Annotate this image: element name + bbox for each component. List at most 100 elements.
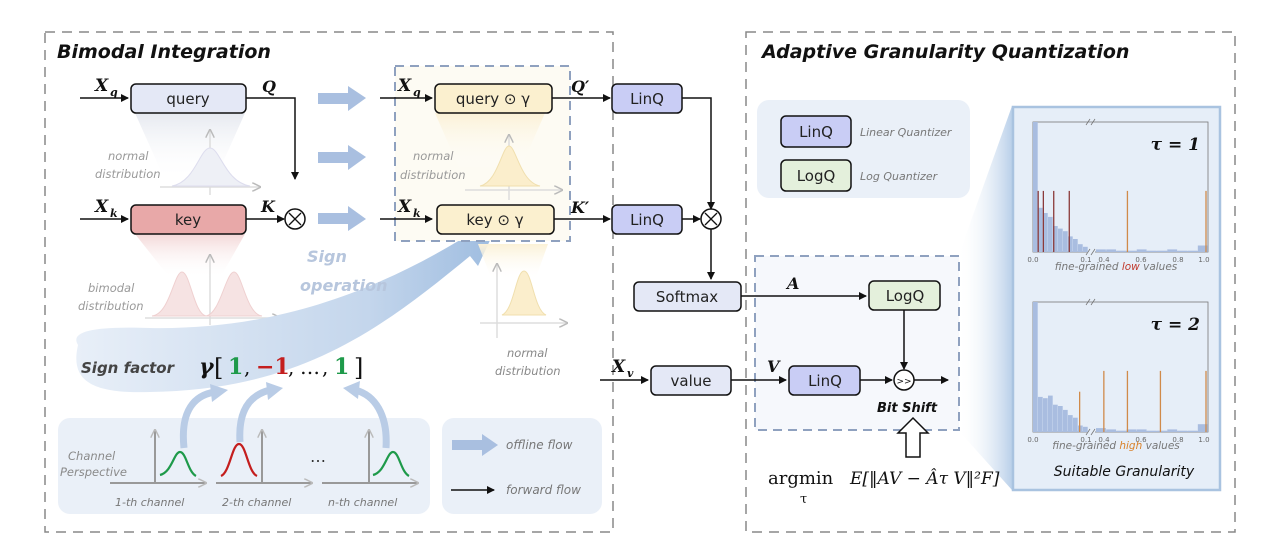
channel-ellipsis: … bbox=[310, 447, 326, 466]
hist-bar-left bbox=[1073, 239, 1078, 252]
gamma-value-n: 1 bbox=[334, 354, 349, 380]
channel-n-to-gamma-arrow bbox=[353, 386, 390, 449]
gamma-value-1: 1 bbox=[228, 354, 243, 380]
hist-bar-right bbox=[1146, 250, 1157, 252]
bimodal-section-frame bbox=[44, 31, 614, 533]
legend-logq-label: LogQ bbox=[797, 167, 836, 185]
hist-bar-right bbox=[1116, 250, 1127, 252]
hist-bar-right bbox=[1126, 250, 1137, 252]
hist-bar-right bbox=[1157, 250, 1167, 252]
x-tick-label: 0.0 bbox=[1027, 256, 1038, 264]
channel-2-to-gamma-arrow bbox=[236, 386, 272, 443]
k-prime-label: K′ bbox=[570, 198, 590, 217]
middle-normal-label-2: distribution bbox=[400, 168, 466, 182]
hist-bar-left bbox=[1033, 122, 1038, 252]
legend-linq-box bbox=[780, 115, 852, 148]
legend-logq-box bbox=[780, 159, 852, 192]
legend-logq-desc: Log Quantizer bbox=[860, 170, 939, 183]
axis-break-gap bbox=[1087, 249, 1095, 255]
hist-bar-left bbox=[1068, 415, 1073, 432]
bimodal-label-1: bimodal bbox=[88, 281, 135, 295]
hist-bar-right bbox=[1167, 429, 1178, 432]
sign-factor-label: Sign factor bbox=[81, 359, 176, 377]
offline-arrow-icon bbox=[482, 434, 498, 456]
hist-bar-left bbox=[1083, 426, 1088, 432]
hist-bar-right bbox=[1167, 249, 1178, 252]
x-tick-label: 1.0 bbox=[1198, 256, 1209, 264]
hist-bar-right bbox=[1157, 430, 1167, 432]
value-box-label: value bbox=[671, 372, 712, 390]
channel-n-plot: n-th channel bbox=[322, 430, 418, 509]
x-tick-label: 1.0 bbox=[1198, 436, 1209, 444]
channel-2-plot: 2-th channel bbox=[216, 430, 312, 509]
logq-box-label: LogQ bbox=[886, 287, 925, 305]
q-prime-label: Q′ bbox=[571, 77, 590, 96]
x-tick-label: 0.1 bbox=[1080, 436, 1091, 444]
x-tick-label: 0.6 bbox=[1135, 256, 1147, 264]
offline-flow-label: offline flow bbox=[506, 438, 573, 452]
softmax-box-label: Softmax bbox=[656, 288, 718, 306]
argmin-text: argmin bbox=[768, 468, 834, 489]
bracket-open: [ bbox=[214, 354, 223, 382]
hist-bar-left bbox=[1053, 404, 1058, 432]
channel-1-to-gamma-arrow bbox=[179, 388, 216, 449]
suitable-granularity-label: Suitable Granularity bbox=[1054, 464, 1195, 480]
hist-bar-left bbox=[1043, 398, 1048, 432]
hist-bar-left bbox=[1033, 302, 1038, 432]
hist-bar-right bbox=[1136, 429, 1147, 432]
sign-op-label-1: Sign bbox=[307, 247, 347, 266]
x-tick-label: 0.8 bbox=[1172, 256, 1183, 264]
channel-1-plot: 1-th channel bbox=[110, 430, 206, 509]
middle-normal-label-1: normal bbox=[413, 149, 454, 163]
chart-title: τ = 1 bbox=[1151, 135, 1200, 155]
gamma-symbol: γ bbox=[199, 354, 215, 380]
axis-break-bottom bbox=[1085, 428, 1096, 436]
x-tick-label: 0.6 bbox=[1135, 436, 1147, 444]
gamma-value-2: −1 bbox=[256, 354, 290, 380]
hist-bar-left bbox=[1048, 216, 1053, 252]
hist-bar-left bbox=[1073, 417, 1078, 432]
key-box-label: key bbox=[175, 211, 201, 229]
query-box-label: query bbox=[166, 90, 209, 108]
multiply-icon-2 bbox=[700, 208, 722, 230]
offline-arrow-1 bbox=[318, 93, 348, 104]
zoom-trapezoid bbox=[958, 106, 1012, 490]
hist-bar-right bbox=[1197, 245, 1208, 252]
xq-label: X bbox=[94, 76, 109, 96]
hist-bar-right bbox=[1177, 250, 1188, 252]
axis-break-gap bbox=[1087, 429, 1095, 435]
hist-bar-left bbox=[1068, 236, 1073, 252]
chart1-caption: fine-grained low values bbox=[1055, 261, 1178, 273]
hist-bar-right bbox=[1106, 249, 1117, 252]
arrowhead bbox=[266, 382, 283, 400]
agq-title: Adaptive Granularity Quantization bbox=[760, 41, 1129, 63]
bimodal-title: Bimodal Integration bbox=[57, 41, 271, 63]
softmax-normal-label-1: normal bbox=[507, 346, 548, 360]
softmax-normal-label-2: distribution bbox=[495, 364, 561, 378]
hist-bar-right bbox=[1136, 249, 1147, 252]
query-gamma-box-label: query ⊙ γ bbox=[456, 90, 530, 108]
xq-sub-2: q bbox=[413, 86, 421, 99]
hist-bar-left bbox=[1083, 246, 1088, 252]
x-tick-label: 0.4 bbox=[1098, 436, 1110, 444]
bimodal-label-2: distribution bbox=[78, 299, 144, 313]
offline-arrow-2 bbox=[318, 152, 348, 163]
q-label: Q bbox=[262, 77, 276, 96]
linq-q-to-mult bbox=[682, 97, 715, 210]
hist-bar-left bbox=[1038, 207, 1043, 252]
xq-label-2: X bbox=[397, 76, 412, 96]
hist-bar-left bbox=[1063, 409, 1068, 432]
k-label: K bbox=[260, 197, 276, 216]
comma: , bbox=[244, 355, 250, 379]
comma: , bbox=[288, 355, 294, 379]
key-gamma-box-label: key ⊙ γ bbox=[466, 211, 523, 229]
xq-sub: q bbox=[110, 86, 118, 99]
bit-shift-label: Bit Shift bbox=[877, 401, 938, 416]
argmin-formula: argmin τ E[‖AV − Âτ V‖²F] bbox=[768, 468, 1000, 507]
hist-bar-right bbox=[1187, 430, 1198, 432]
x-tick-label: 0.4 bbox=[1098, 256, 1110, 264]
hist-bar-right bbox=[1146, 430, 1157, 432]
channel-perspective-panel bbox=[58, 418, 430, 514]
hist-bar-right bbox=[1177, 430, 1188, 432]
